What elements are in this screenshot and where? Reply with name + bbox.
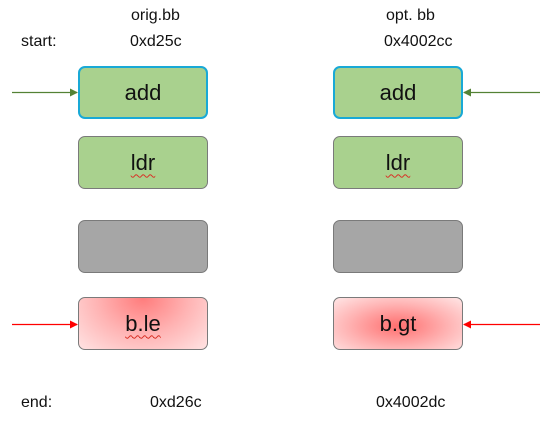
opt-add-label: add <box>379 79 417 105</box>
orig-column-title: orig.bb <box>131 7 180 24</box>
opt-ldr-label: ldr <box>385 149 411 175</box>
opt-branch-label: b.gt <box>379 310 417 336</box>
start-label: start: <box>21 33 57 50</box>
orig-ldr-label: ldr <box>130 149 156 175</box>
orig-ldr-block: ldr <box>78 136 208 189</box>
orig-empty-block <box>78 220 208 273</box>
orig-branch-block: b.le <box>78 297 208 350</box>
opt-empty-block <box>333 220 463 273</box>
opt-start-address: 0x4002cc <box>384 33 453 50</box>
orig-start-address: 0xd25c <box>130 33 182 50</box>
opt-ldr-block: ldr <box>333 136 463 189</box>
opt-column-title: opt. bb <box>386 7 435 24</box>
orig-branch-label: b.le <box>125 310 161 336</box>
orig-add-label: add <box>124 79 162 105</box>
opt-end-address: 0x4002dc <box>376 394 446 411</box>
opt-branch-block: b.gt <box>333 297 463 350</box>
orig-end-address: 0xd26c <box>150 394 202 411</box>
end-label: end: <box>21 394 53 411</box>
orig-add-block: add <box>78 66 208 119</box>
opt-add-block: add <box>333 66 463 119</box>
